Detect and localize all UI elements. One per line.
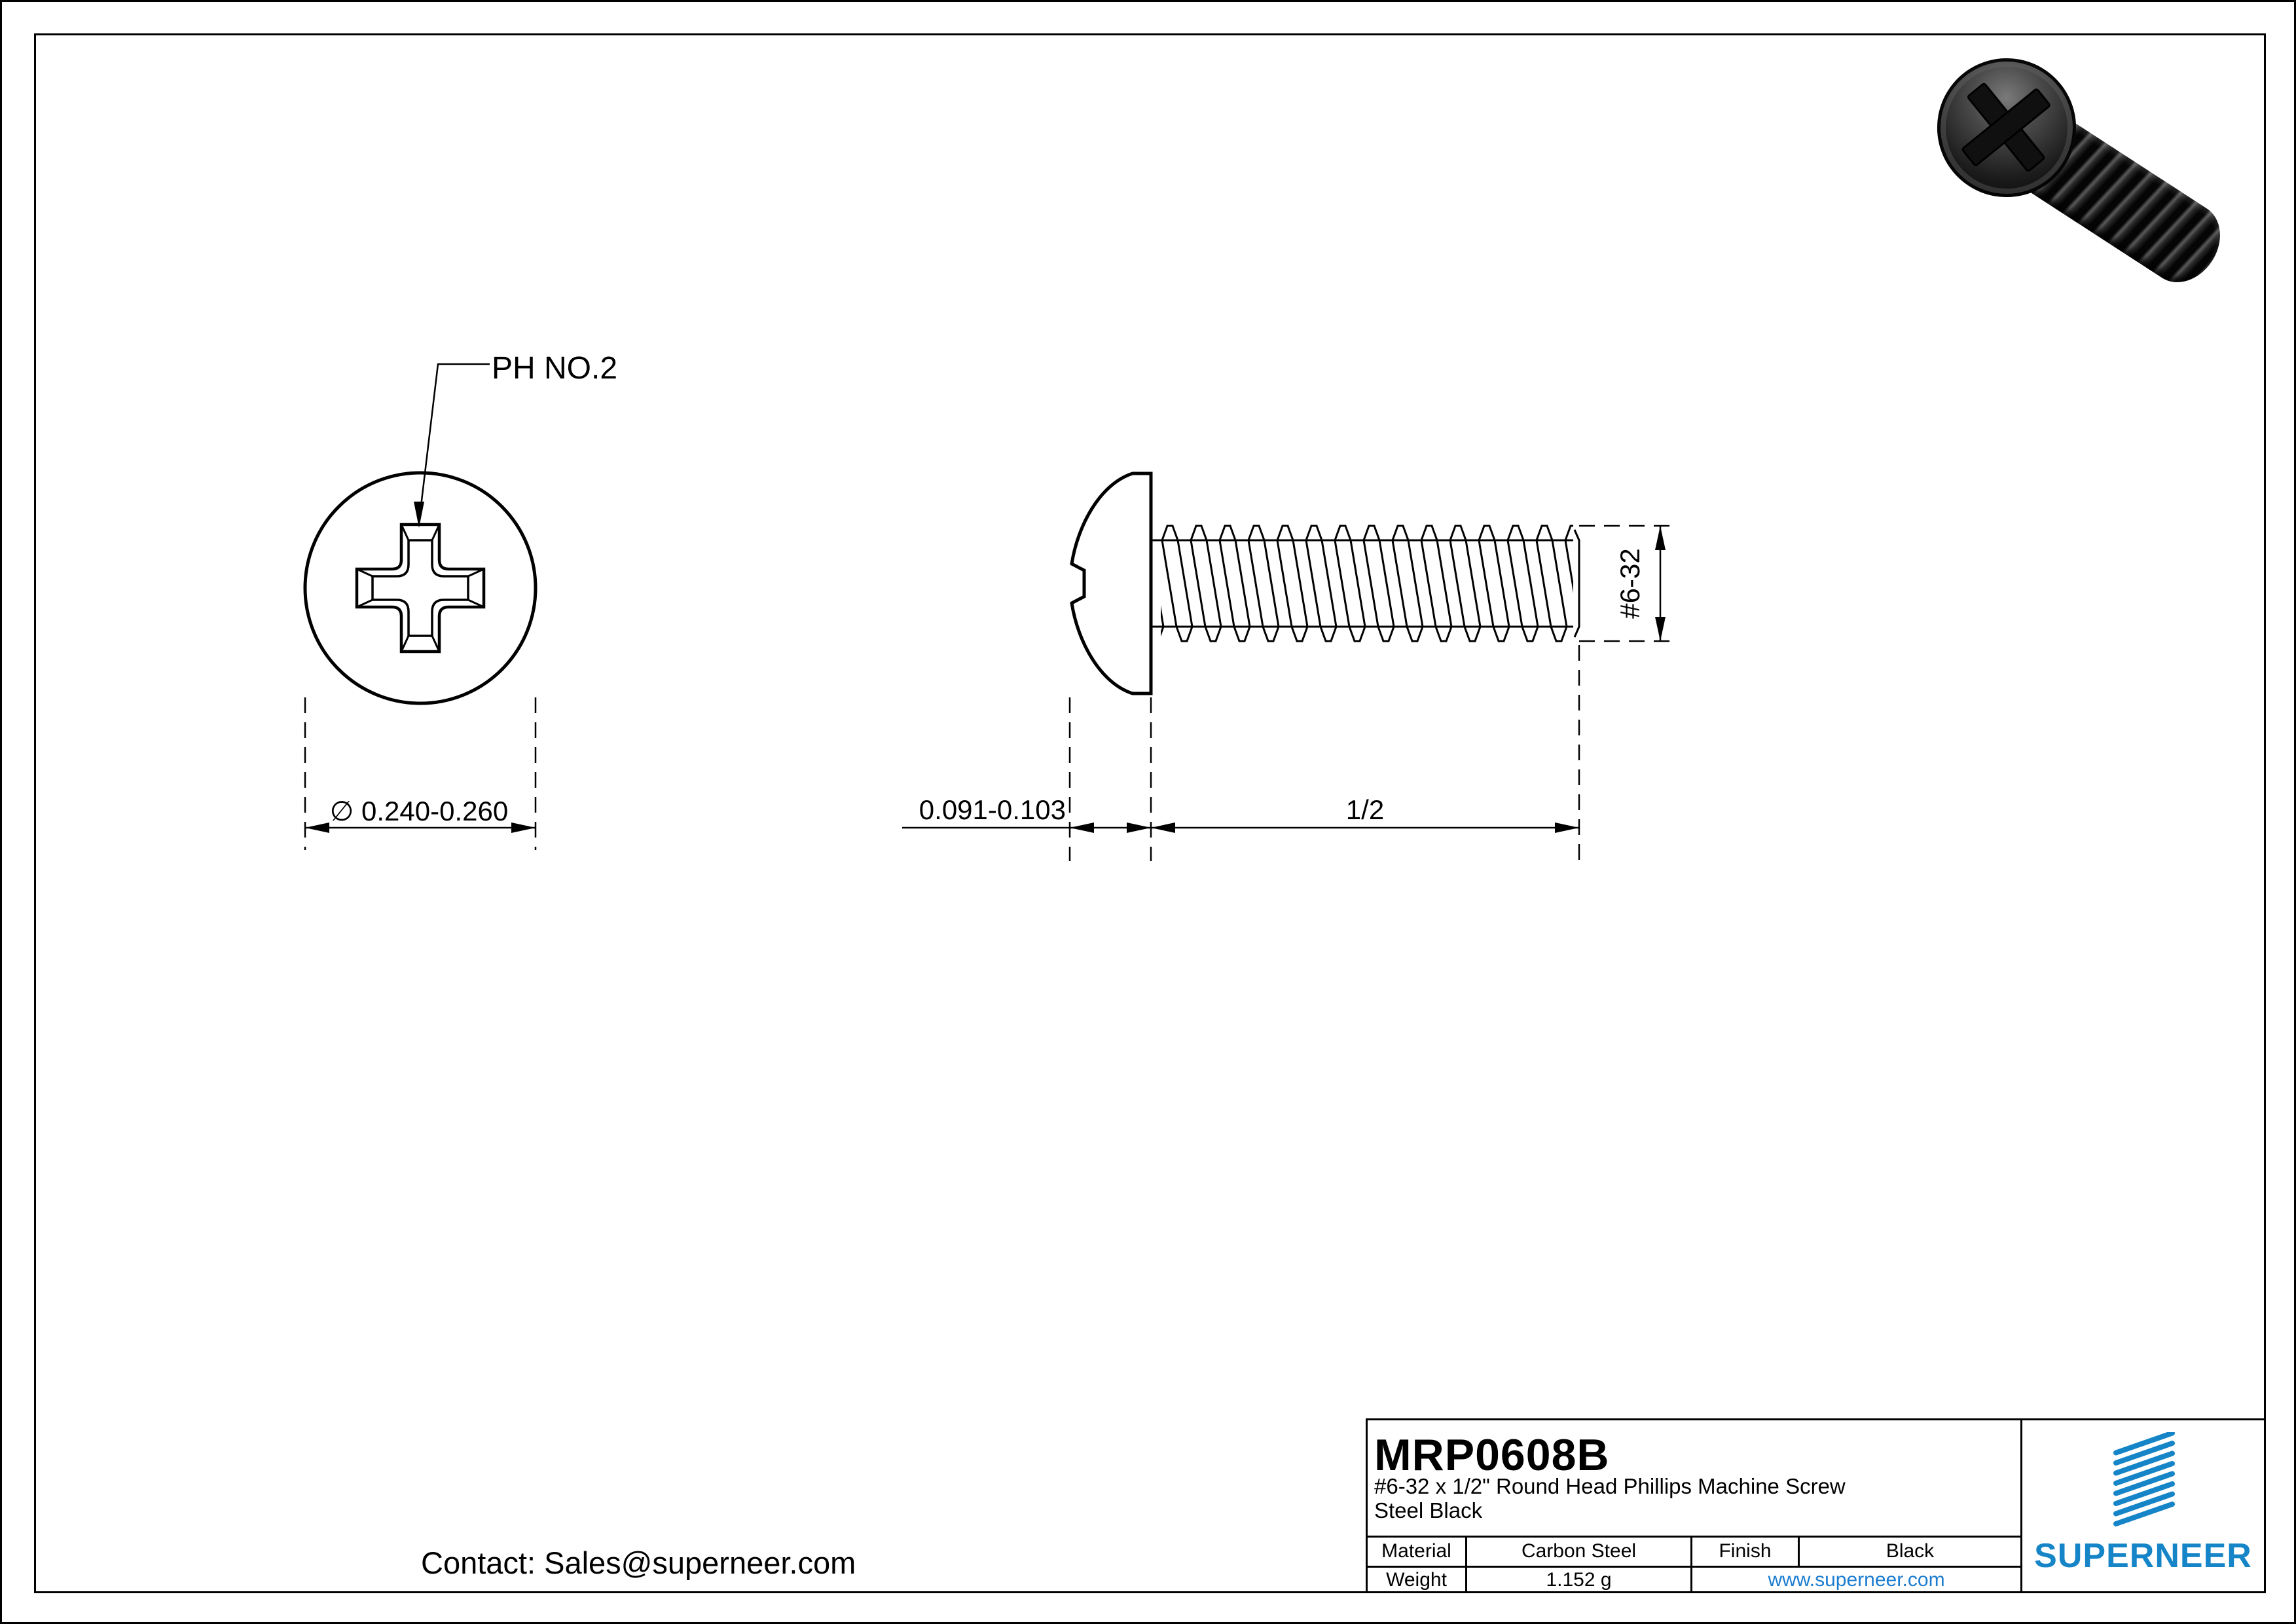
head-profile bbox=[1070, 471, 1153, 695]
length-dim-text: 1/2 bbox=[1346, 794, 1384, 825]
leader-arrowhead bbox=[414, 502, 424, 528]
thread-size-text: #6-32 bbox=[1614, 548, 1645, 618]
weight-value: 1.152 g bbox=[1465, 1565, 1690, 1593]
thread-pattern bbox=[1161, 519, 1573, 648]
diameter-dim-text: ∅ 0.240-0.260 bbox=[330, 796, 508, 826]
contact-email[interactable]: Contact: Sales@superneer.com bbox=[421, 1545, 856, 1580]
brand-name: SUPERNEER bbox=[2034, 1537, 2252, 1575]
part-description: #6-32 x 1/2" Round Head Phillips Machine… bbox=[1374, 1474, 1846, 1522]
part-number: MRP0608B bbox=[1374, 1430, 1610, 1480]
weight-label: Weight bbox=[1368, 1565, 1465, 1594]
length-dimension: 1/2 bbox=[1151, 645, 1580, 861]
material-value: Carbon Steel bbox=[1465, 1538, 1690, 1566]
head-height-dimension: 0.091-0.103 bbox=[902, 697, 1152, 861]
finish-value: Black bbox=[1798, 1538, 2020, 1566]
drawing-frame bbox=[34, 33, 2266, 1593]
thread-end-edge bbox=[1573, 529, 1580, 638]
phillips-size-callout: PH NO.2 bbox=[492, 351, 617, 386]
side-view: #6-32 0.091-0.103 1/2 bbox=[902, 471, 1673, 861]
brand-logo-icon bbox=[2113, 1432, 2175, 1526]
brand-logo-cell: SUPERNEER bbox=[2020, 1420, 2264, 1591]
front-view: PH NO.2 ∅ 0.240-0.260 bbox=[303, 351, 617, 850]
finish-label: Finish bbox=[1690, 1538, 1798, 1566]
title-block: MRP0608B #6-32 x 1/2" Round Head Phillip… bbox=[1366, 1418, 2266, 1593]
description-line-2: Steel Black bbox=[1374, 1498, 1483, 1522]
website-link[interactable]: www.superneer.com bbox=[1690, 1565, 2020, 1593]
spec-table: Material Carbon Steel Finish Black Weigh… bbox=[1368, 1536, 2020, 1593]
extension-lines bbox=[304, 697, 537, 850]
callout-leader bbox=[414, 363, 490, 528]
description-line-1: #6-32 x 1/2" Round Head Phillips Machine… bbox=[1374, 1474, 1846, 1498]
material-label: Material bbox=[1381, 1540, 1451, 1562]
head-height-text: 0.091-0.103 bbox=[919, 794, 1066, 825]
phillips-flare-lines bbox=[356, 524, 484, 652]
thread-size-dimension: #6-32 bbox=[1579, 525, 1673, 642]
screw-3d-render bbox=[1910, 31, 2265, 333]
head-circle bbox=[303, 471, 538, 705]
diameter-dimension: ∅ 0.240-0.260 bbox=[304, 697, 537, 850]
